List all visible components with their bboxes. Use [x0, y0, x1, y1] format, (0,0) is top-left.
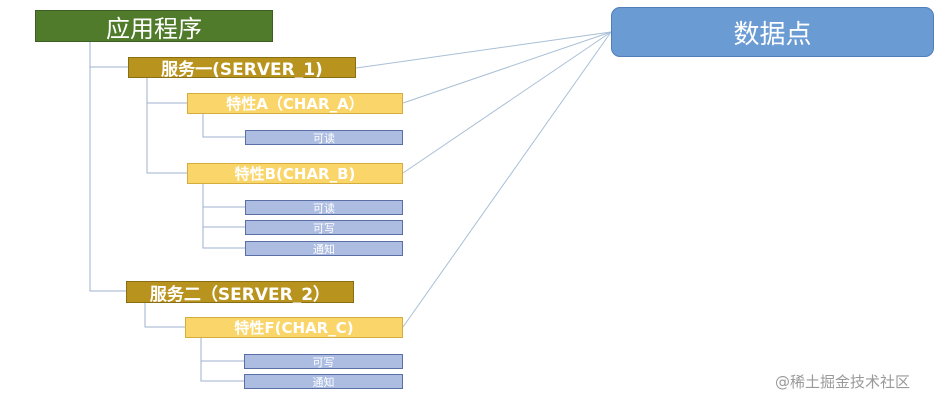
- property-node: 通知: [245, 241, 403, 256]
- property-label: 通知: [312, 375, 335, 389]
- characteristic-label: 特性A（CHAR_A）: [226, 95, 364, 113]
- property-node: 可写: [245, 220, 403, 235]
- characteristic-label: 特性F(CHAR_C): [234, 319, 354, 337]
- property-label: 可写: [312, 355, 335, 369]
- service-node-1: 服务一(SERVER_1): [128, 57, 356, 80]
- tree-lines: [89, 42, 245, 382]
- characteristic-node-b: 特性B(CHAR_B): [187, 163, 403, 184]
- app-node: 应用程序: [35, 10, 273, 43]
- characteristic-label: 特性B(CHAR_B): [234, 165, 356, 183]
- property-label: 可读: [313, 201, 335, 215]
- connector-lines: [355, 31, 612, 328]
- characteristic-node-a: 特性A（CHAR_A）: [187, 93, 403, 114]
- property-node: 可读: [245, 130, 403, 145]
- app-label: 应用程序: [106, 14, 202, 43]
- property-label: 可写: [313, 221, 335, 235]
- service-node-2: 服务二（SERVER_2）: [126, 281, 354, 305]
- property-label: 通知: [313, 242, 335, 256]
- service-label: 服务一(SERVER_1): [161, 60, 323, 80]
- property-node: 可读: [245, 200, 403, 215]
- data-point-node: 数据点: [611, 7, 934, 57]
- property-node: 通知: [244, 374, 403, 389]
- service-label: 服务二（SERVER_2）: [149, 284, 331, 305]
- watermark: @稀土掘金技术社区: [775, 373, 911, 391]
- characteristic-node-f: 特性F(CHAR_C): [185, 317, 403, 338]
- property-label: 可读: [313, 131, 335, 145]
- property-node: 可写: [244, 354, 403, 369]
- data-point-label: 数据点: [733, 19, 812, 50]
